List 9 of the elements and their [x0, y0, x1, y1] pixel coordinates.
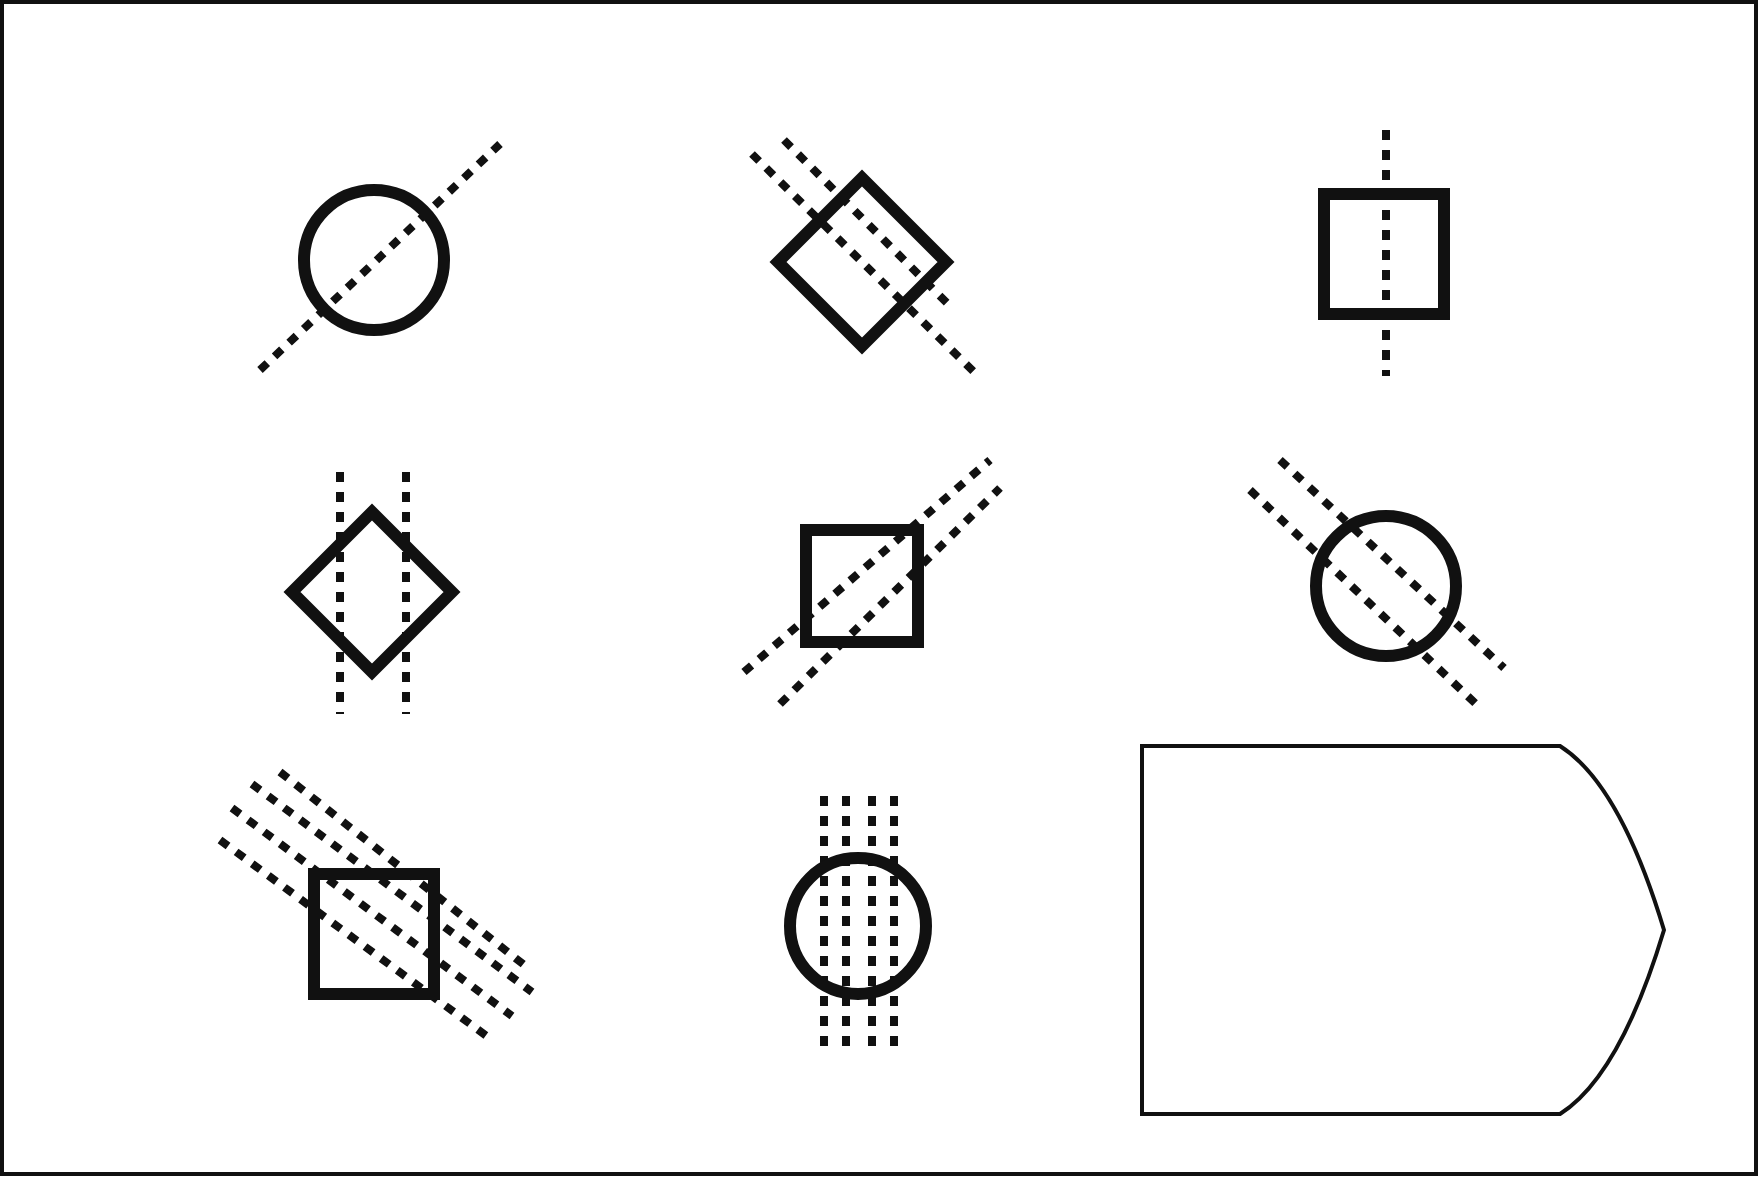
- square-symbol: [308, 868, 440, 1000]
- square-symbol: [800, 524, 924, 648]
- circle-symbol: [784, 852, 932, 1000]
- circle-symbol: [1310, 510, 1462, 662]
- pentagon-shape: [1140, 744, 1672, 1116]
- square-symbol: [1318, 188, 1450, 320]
- diamond-symbol: [286, 506, 458, 678]
- diamond-symbol: [772, 172, 952, 352]
- circle-symbol: [298, 184, 450, 336]
